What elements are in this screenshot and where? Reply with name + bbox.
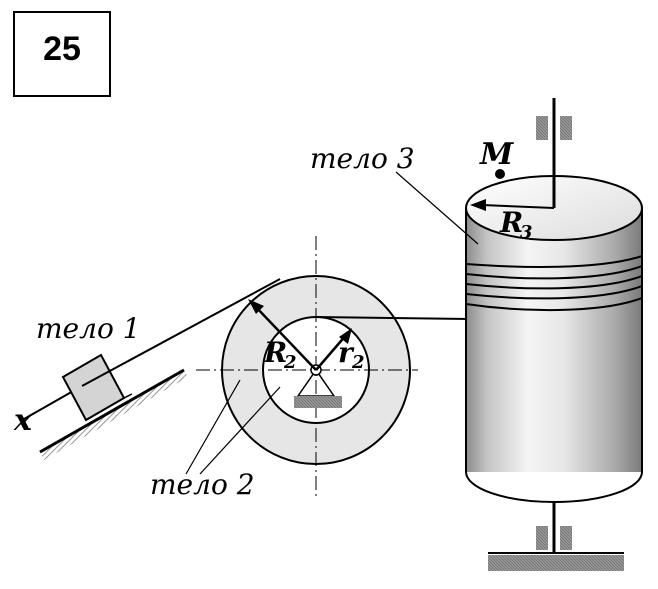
label-body-3: тело 3 <box>310 142 415 175</box>
label-r3-main: R <box>499 206 523 239</box>
body-3-cylinder <box>465 175 643 503</box>
problem-number-box: 25 <box>13 11 111 97</box>
leader-body-2-b <box>199 386 281 475</box>
label-r2-small-main: r <box>338 336 355 369</box>
bottom-bearing <box>488 502 624 571</box>
label-r2-small: r 2 <box>338 336 365 373</box>
leader-body-2-a <box>185 379 241 475</box>
label-r2-big: R 2 <box>263 336 297 373</box>
label-r2-small-sub: 2 <box>351 352 365 373</box>
label-r3: R 3 <box>499 206 533 243</box>
label-r3-sub: 3 <box>520 222 533 243</box>
label-r2-big-main: R <box>263 336 287 369</box>
rope-block-lower <box>123 393 133 399</box>
problem-number: 25 <box>43 30 81 68</box>
label-point-m: M <box>479 137 514 172</box>
label-r2-big-sub: 2 <box>283 352 297 373</box>
body-2-pulley <box>196 236 418 500</box>
inclined-plane <box>39 368 188 460</box>
top-bearing <box>536 98 572 208</box>
label-axis-x: x <box>13 403 33 438</box>
leader-body-3 <box>395 171 479 245</box>
point-m-dot <box>495 169 505 179</box>
label-body-2: тело 2 <box>150 468 255 501</box>
label-body-1: тело 1 <box>36 312 141 345</box>
rope-block-to-pulley <box>81 278 281 387</box>
